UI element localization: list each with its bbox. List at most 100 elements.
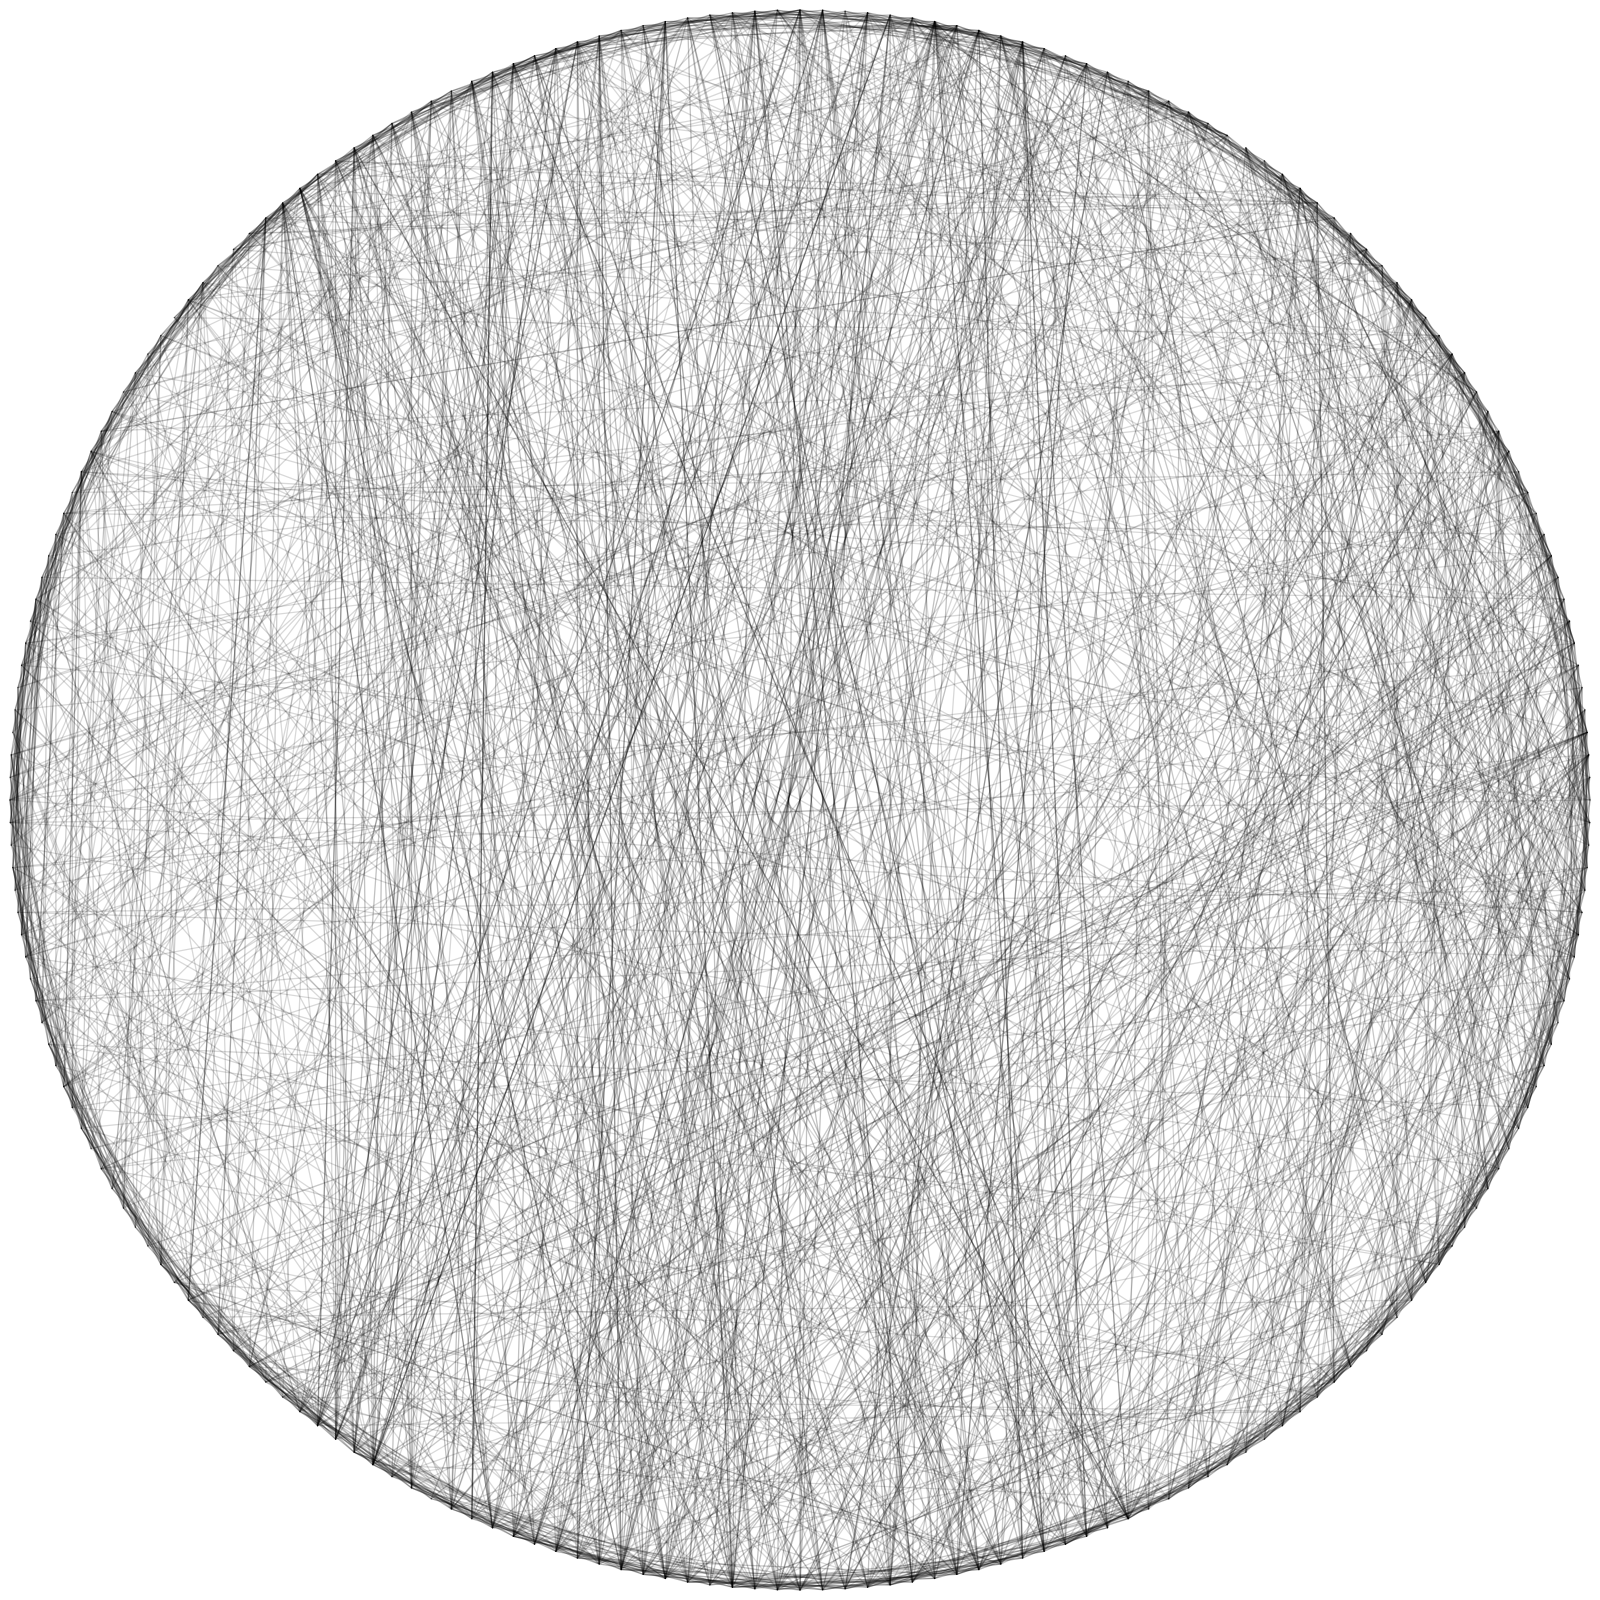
thread-line (29, 10, 756, 980)
thread-line (1000, 90, 1150, 1565)
thread-line (978, 29, 1301, 190)
thread-line (9, 17, 689, 824)
thread-line (372, 20, 936, 1466)
thread-line (25, 55, 536, 644)
thread-line (1127, 620, 1571, 1520)
thread-line (25, 642, 958, 1575)
thread-line (1487, 410, 1559, 1024)
thread-line (41, 35, 1002, 1024)
thread-line (134, 1226, 251, 1368)
thread-line (1424, 1000, 1565, 1284)
thread-line (1085, 299, 1413, 1537)
thread-line (71, 14, 711, 1109)
thread-line (217, 1333, 536, 1545)
thread-line (776, 299, 1413, 1591)
thread-line (450, 353, 1453, 1510)
thread-line (1000, 35, 1427, 1284)
thread-line (889, 29, 980, 1586)
thread-line (1226, 598, 1565, 1466)
thread-line (664, 911, 1583, 1580)
thread-line (25, 17, 689, 958)
thread-line (1263, 1299, 1413, 1440)
thread-line (134, 25, 958, 374)
thread-line (731, 25, 958, 1588)
thread-line (71, 471, 83, 1109)
thread-line (598, 25, 958, 1565)
thread-line (1299, 187, 1440, 337)
thread-line (1475, 866, 1588, 1209)
thread-line (1207, 187, 1301, 1478)
thread-line (1475, 391, 1559, 579)
thread-line (160, 911, 1583, 1266)
thread-line (334, 1207, 1478, 1440)
thread-line (100, 512, 1537, 1170)
thread-line (1106, 147, 1247, 1529)
thread-line (122, 173, 319, 393)
thread-line (1064, 1396, 1318, 1545)
thread-line (620, 55, 1067, 1571)
thread-line (20, 25, 958, 936)
thread-line (1000, 1438, 1266, 1565)
thread-line (410, 1487, 622, 1571)
thread-line (471, 1396, 1318, 1520)
thread-line (1187, 111, 1571, 622)
thread-line (80, 471, 1580, 936)
thread-line (9, 821, 1583, 914)
thread-line (372, 9, 779, 1466)
thread-line (1085, 1365, 1352, 1537)
thread-line (12, 866, 1150, 1510)
thread-line (25, 956, 1266, 1440)
thread-line (1187, 111, 1529, 1109)
thread-line (299, 187, 1129, 1520)
thread-line (1517, 471, 1575, 644)
thread-line (1557, 576, 1580, 936)
thread-line (17, 29, 622, 689)
thread-line (147, 353, 891, 1586)
thread-line (620, 29, 1586, 891)
thread-line (12, 866, 125, 1209)
thread-line (353, 147, 824, 1591)
thread-line (14, 80, 473, 891)
thread-line (20, 173, 1284, 936)
thread-line (576, 41, 846, 1590)
thread-line (282, 642, 1575, 1398)
thread-line (1021, 41, 1427, 1284)
thread-line (1550, 555, 1590, 756)
thread-line (555, 353, 1453, 1552)
thread-line (111, 1187, 666, 1580)
thread-line (71, 353, 149, 494)
thread-line (1299, 187, 1591, 824)
thread-line (491, 10, 756, 1529)
thread-line (934, 20, 1545, 1067)
thread-line (372, 111, 1190, 1466)
thread-line (9, 491, 73, 801)
thread-line (248, 48, 557, 235)
thread-line (410, 63, 515, 1489)
thread-line (776, 430, 1500, 1591)
thread-line (299, 664, 1580, 1413)
thread-line (821, 111, 1190, 1591)
thread-line (956, 25, 1088, 1537)
thread-line (334, 160, 980, 1571)
thread-line (299, 1410, 600, 1565)
thread-line (1365, 248, 1559, 579)
thread-line (147, 1245, 1228, 1466)
thread-line (12, 686, 1583, 869)
thread-line (111, 410, 1591, 824)
thread-line (978, 29, 1352, 1368)
thread-line (217, 217, 267, 1335)
thread-line (1245, 491, 1529, 1453)
thread-line (1281, 173, 1580, 936)
thread-line (372, 63, 515, 1466)
thread-line (9, 598, 37, 824)
thread-line (55, 372, 137, 1067)
thread-line (71, 1106, 1466, 1228)
thread-line (1527, 911, 1583, 1109)
thread-line (10, 160, 337, 846)
thread-line (48, 410, 113, 557)
thread-line (1064, 55, 1398, 1318)
thread-line (512, 754, 1590, 1537)
thread-line (299, 187, 644, 1575)
thread-line (71, 1106, 600, 1565)
thread-line (1424, 1127, 1520, 1284)
